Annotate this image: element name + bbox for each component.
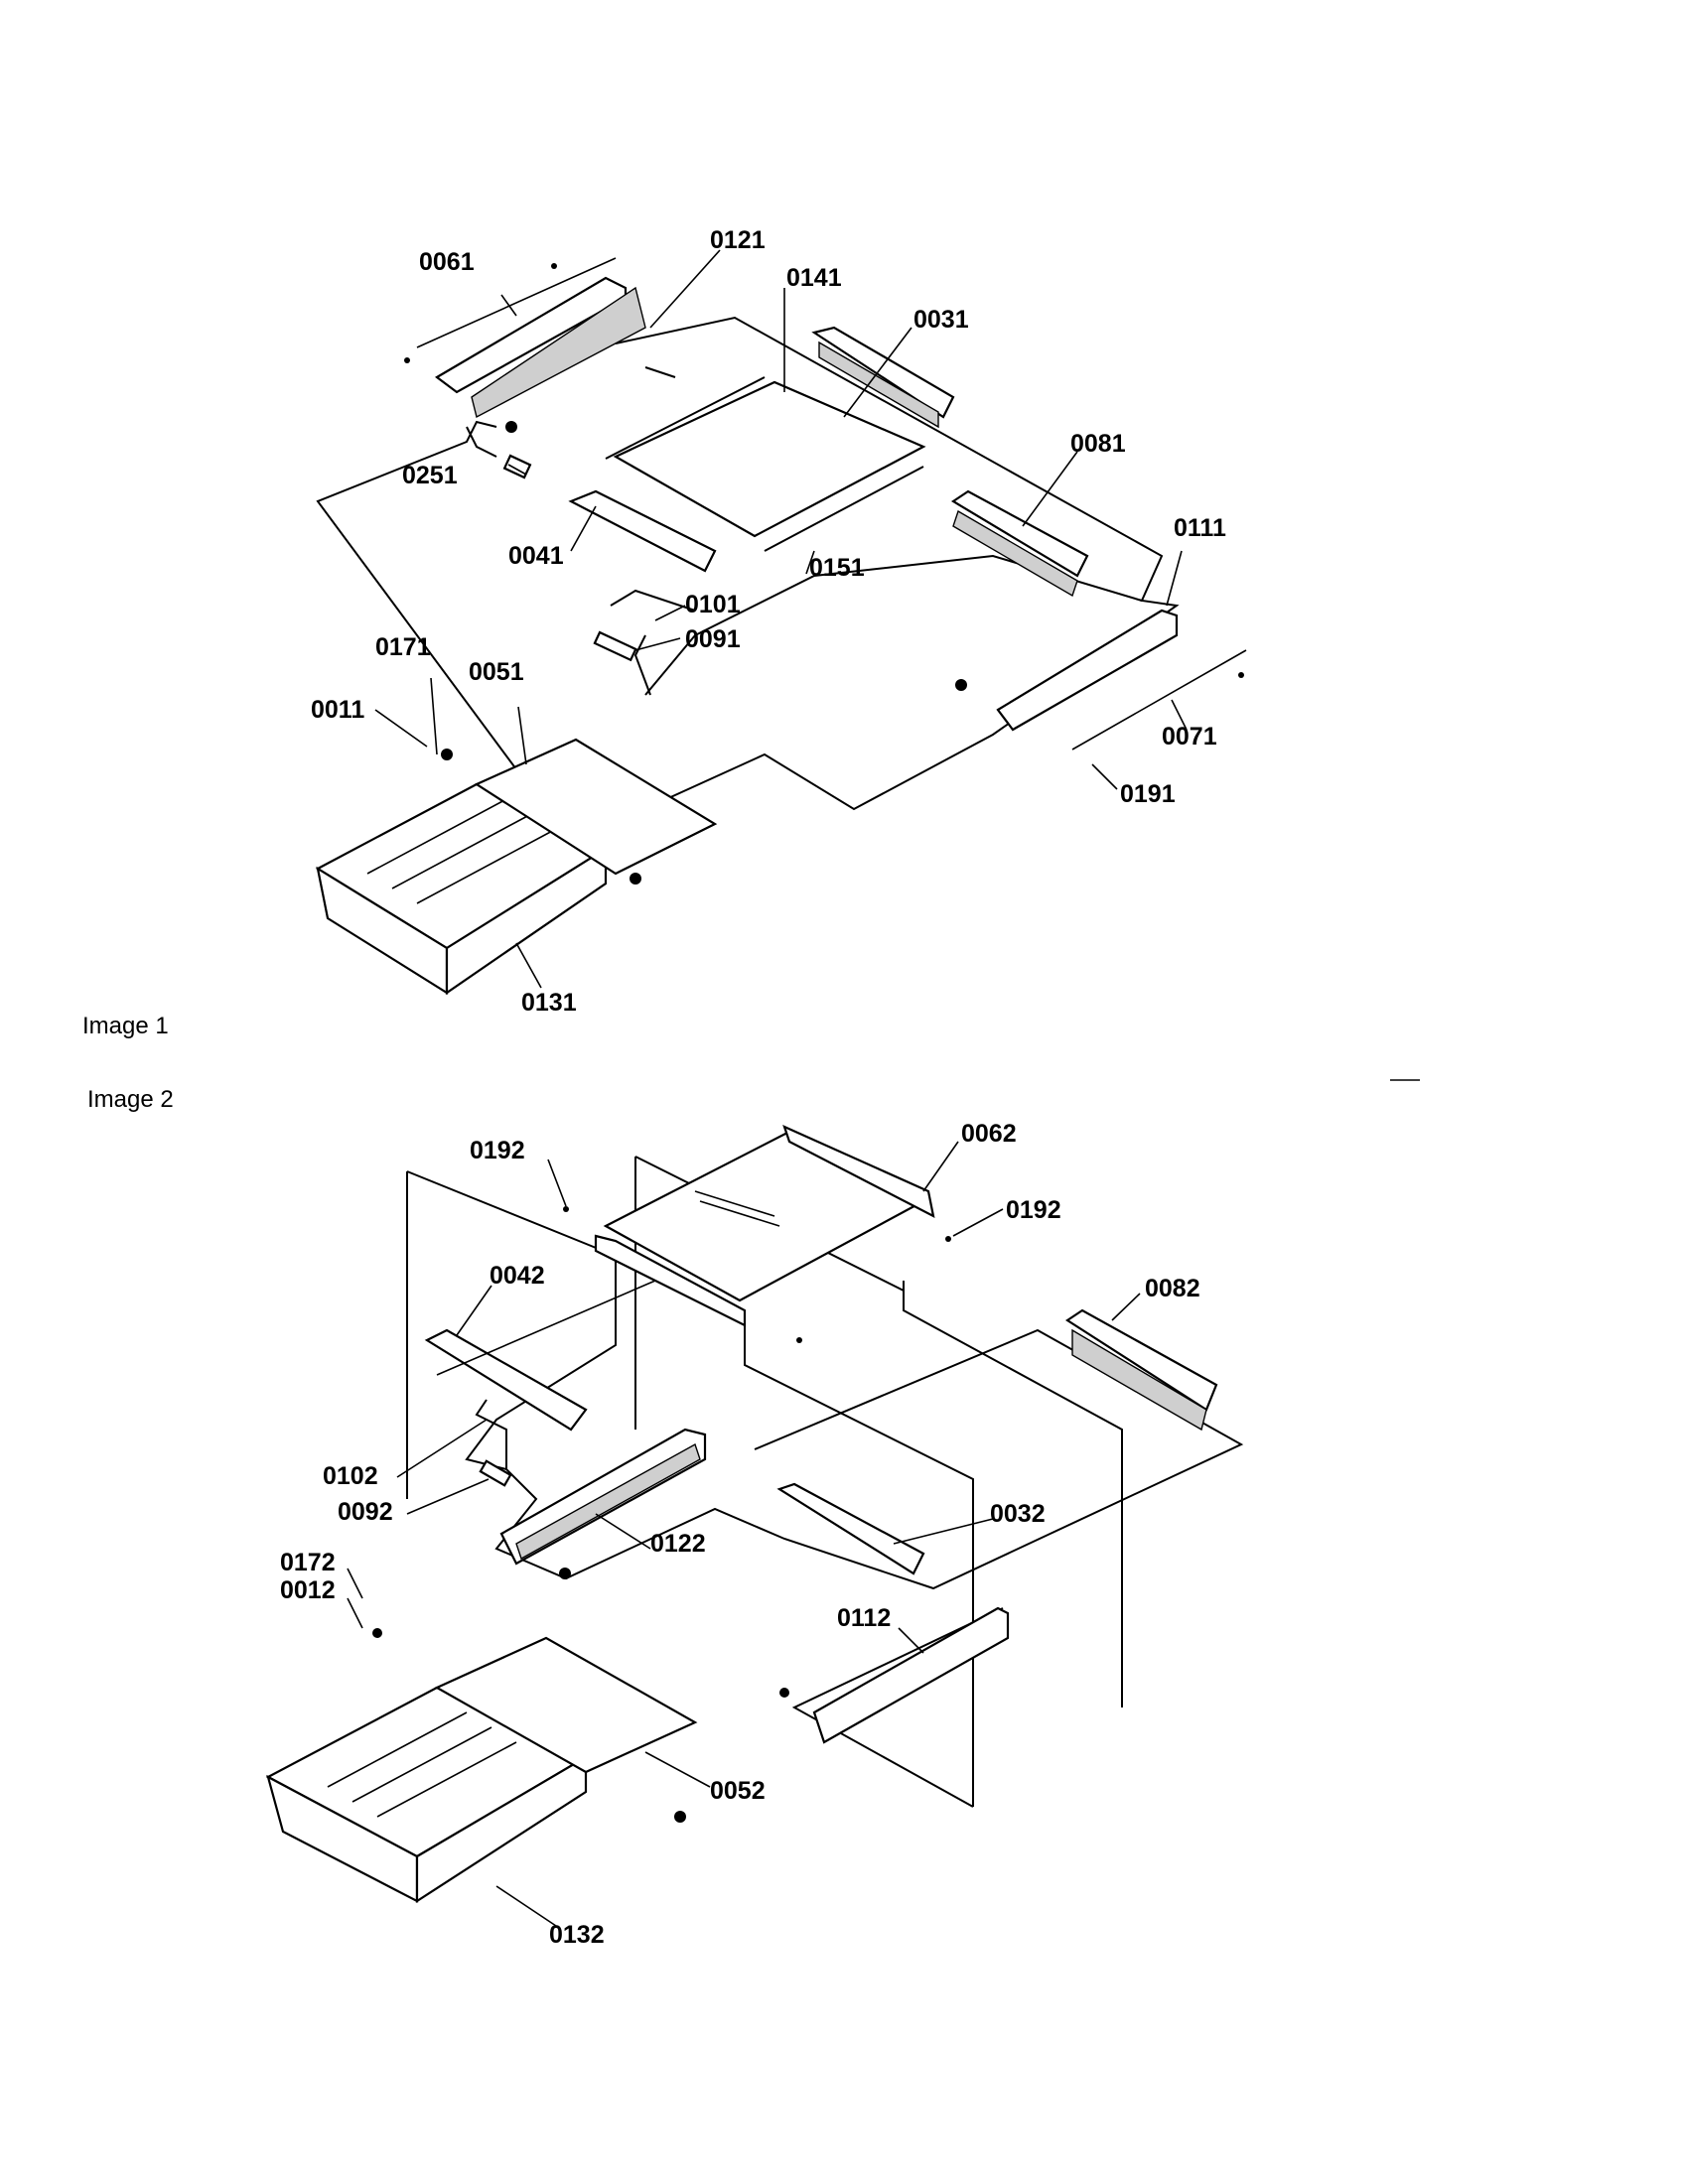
pan-rib [391, 813, 532, 889]
callout-0032: 0032 [990, 1500, 1046, 1528]
right-slide-rail [996, 609, 1179, 732]
caption-image-2: Image 2 [87, 1086, 174, 1113]
callout-0141: 0141 [786, 264, 842, 292]
screw [505, 421, 517, 433]
callout-0132: 0132 [549, 1921, 605, 1949]
crisper-frame-2 [434, 1636, 698, 1774]
callout-0061: 0061 [419, 248, 475, 276]
shelf-2-back-trim [782, 1124, 935, 1219]
callout-0111: 0111 [1174, 514, 1226, 542]
back-bracket-2 [776, 1482, 925, 1575]
shelf-cover-2 [424, 1328, 588, 1432]
caption-image-1: Image 1 [82, 1013, 169, 1039]
screw [630, 873, 641, 885]
screw [441, 749, 453, 760]
back-bracket-face [818, 341, 939, 429]
right-slide-rail-2 [812, 1606, 1010, 1744]
callout-0082: 0082 [1145, 1275, 1200, 1302]
callout-0101: 0101 [685, 591, 741, 618]
callout-0122: 0122 [650, 1530, 706, 1558]
shelf-trim-back [764, 466, 924, 552]
screw [955, 679, 967, 691]
compartment-outline-1 [316, 316, 1180, 811]
left-slide-rail-2-inner [515, 1442, 701, 1561]
clip-0091 [593, 630, 637, 662]
pan-rib [366, 798, 507, 875]
callout-0091: 0091 [685, 625, 741, 653]
outline-seg [791, 1607, 1004, 1808]
right-bracket [950, 489, 1089, 578]
callout-0071: 0071 [1162, 723, 1217, 751]
callout-0011: 0011 [311, 696, 364, 724]
crisper-pan-2-side [415, 1755, 588, 1904]
glass-glint [699, 1200, 780, 1227]
screw [779, 1688, 789, 1698]
right-bracket-2-face [1071, 1328, 1207, 1432]
crisper-pan-side [445, 847, 608, 996]
callout-0102: 0102 [323, 1462, 378, 1490]
compartment-outline-2 [406, 1170, 1244, 1590]
callout-0062: 0062 [961, 1120, 1017, 1148]
screw [674, 1811, 686, 1823]
outline-seg [644, 366, 676, 378]
pan-2-rib [351, 1726, 492, 1803]
glass-glint [694, 1190, 775, 1217]
shelf-trim-front [605, 376, 766, 460]
crisper-frame [474, 738, 718, 876]
callout-0172: 0172 [280, 1549, 336, 1576]
callout-0092: 0092 [338, 1498, 393, 1526]
callout-0121: 0121 [710, 226, 766, 254]
callout-0192-left: 0192 [470, 1137, 525, 1164]
callout-0151: 0151 [809, 554, 865, 582]
wire-0102 [475, 1399, 507, 1469]
callout-0081: 0081 [1070, 430, 1126, 458]
pin [1238, 672, 1244, 678]
right-bracket-2 [1064, 1308, 1218, 1412]
pin [563, 1206, 569, 1212]
left-slide-rail-inner [471, 286, 646, 419]
callout-0012: 0012 [280, 1576, 336, 1604]
rail-guide [416, 257, 617, 348]
screw [372, 1628, 382, 1638]
wire-0101 [610, 589, 696, 612]
left-slide-rail [435, 276, 628, 394]
pin [945, 1236, 951, 1242]
callout-0052: 0052 [710, 1777, 766, 1805]
callout-0051: 0051 [469, 658, 524, 686]
cover-rod [436, 1280, 656, 1376]
callout-0031: 0031 [913, 306, 969, 334]
outline-seg [466, 426, 497, 458]
screw [559, 1568, 571, 1579]
pin [796, 1337, 802, 1343]
callout-0191: 0191 [1120, 780, 1176, 808]
exploded-view-2: 0192 0062 0192 0082 0042 0102 0092 0122 … [265, 1120, 1244, 1949]
callout-0131: 0131 [521, 989, 577, 1017]
right-bracket-face [952, 509, 1078, 598]
pin [551, 263, 557, 269]
label-plate [502, 454, 532, 479]
leader-lines-1 [374, 249, 1188, 989]
pan-2-rib [327, 1711, 468, 1788]
callout-0192-right: 0192 [1006, 1196, 1061, 1224]
outline-seg [633, 634, 651, 696]
pan-rib [416, 828, 557, 904]
rail-guide-right [1071, 649, 1247, 751]
callout-0041: 0041 [508, 542, 564, 570]
leader-lines-2 [347, 1141, 1141, 1927]
pan-2-rib [376, 1741, 517, 1818]
exploded-view-1: 0061 0121 0141 0031 0081 0251 0041 0151 … [311, 226, 1247, 1017]
callout-0251: 0251 [402, 462, 458, 489]
pin [404, 357, 410, 363]
clip-0092 [479, 1459, 512, 1487]
callout-0112: 0112 [837, 1604, 891, 1632]
glass-shelf [613, 380, 926, 538]
callout-0171: 0171 [375, 633, 431, 661]
back-bracket [811, 326, 955, 419]
shelf-2-front-trim [594, 1234, 747, 1327]
shelf-cover [568, 489, 717, 573]
callout-0042: 0042 [490, 1262, 545, 1290]
outline-seg [903, 1281, 1123, 1707]
